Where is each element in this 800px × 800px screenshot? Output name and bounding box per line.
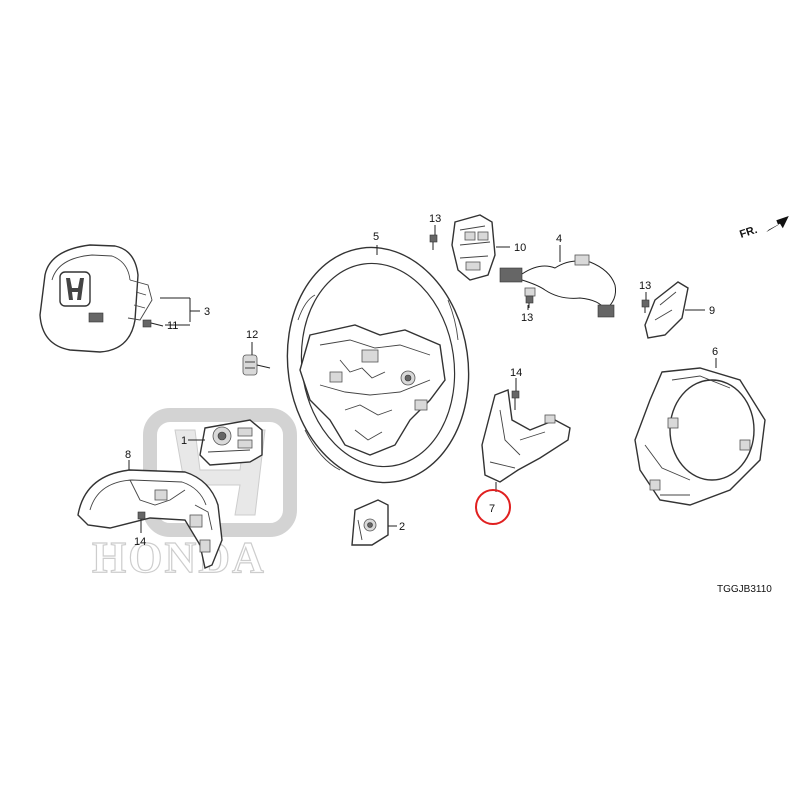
part-cover-left: [77, 469, 223, 569]
label-part-4: 4: [556, 233, 562, 245]
part-screw-11: [142, 319, 164, 328]
arrow-right-icon: [766, 216, 789, 233]
part-screw-13-right: [641, 299, 650, 313]
label-part-12: 12: [246, 329, 258, 341]
label-part-3: 3: [204, 306, 210, 318]
part-switch-module: [451, 214, 496, 281]
label-part-5: 5: [373, 231, 379, 243]
label-part-14-mid: 14: [510, 367, 522, 379]
drawing-code: TGGJB3110: [717, 584, 772, 595]
part-paddle: [644, 281, 689, 339]
label-part-1: 1: [181, 435, 187, 447]
part-screw-14-mid: [511, 390, 520, 410]
label-part-7: 7: [489, 503, 495, 515]
part-rear-cover: [634, 367, 766, 506]
part-wire-harness: [499, 254, 616, 318]
part-lower-garnish: [481, 389, 571, 483]
label-part-13-right: 13: [639, 280, 651, 292]
part-screw-13-top: [429, 234, 438, 250]
part-bolt-12: [242, 354, 271, 376]
part-steering-wheel: [286, 246, 470, 484]
part-number-labels: 3 11 5 13 10 4 13 13 9 6 12 1 2 8 14 14 …: [125, 213, 718, 548]
highlight-circle-part-7: [475, 489, 511, 525]
label-part-10: 10: [514, 242, 526, 254]
label-part-13-mid: 13: [521, 312, 533, 324]
watermark-text: HONDA: [92, 533, 266, 582]
part-airbag: [39, 244, 153, 353]
part-switch-bottom: [351, 499, 389, 546]
label-part-9: 9: [709, 305, 715, 317]
label-part-6: 6: [712, 346, 718, 358]
label-part-13-top: 13: [429, 213, 441, 225]
direction-label: FR.: [738, 224, 759, 241]
part-switch-left: [199, 419, 263, 466]
label-part-8: 8: [125, 449, 131, 461]
front-direction-indicator: FR.: [738, 216, 789, 241]
label-part-14-left: 14: [134, 536, 146, 548]
part-screw-14-left: [137, 511, 146, 528]
part-screw-13-mid: [525, 295, 534, 308]
label-part-11: 11: [167, 320, 178, 332]
label-part-2: 2: [399, 521, 405, 533]
